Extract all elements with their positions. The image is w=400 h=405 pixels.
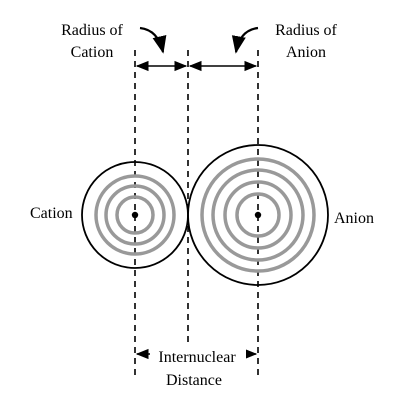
anion-ring-3 (211, 168, 305, 262)
cation-ion (81, 161, 189, 269)
anion-ion (187, 144, 329, 286)
cation-label: Cation (30, 205, 73, 222)
radius-anion-label-line2: Anion (286, 44, 326, 61)
cation-ring-inner (115, 195, 155, 235)
cation-nucleus (131, 211, 139, 219)
anion-ring-inner (235, 192, 281, 238)
cation-ring-middle (104, 184, 166, 246)
internuclear-label-backdrop (150, 347, 246, 363)
internuclear-label-line2: Distance (166, 372, 222, 389)
anion-outer-circle (187, 144, 329, 286)
radius-cation-label-line2: Cation (71, 44, 114, 61)
anion-nucleus (254, 211, 262, 219)
cation-label-pointer (139, 26, 167, 54)
cation-ring-outer (94, 174, 176, 256)
internuclear-label-line1: Internuclear (158, 349, 236, 366)
radius-cation-label-line1: Radius of (61, 22, 123, 39)
anion-ring-outer (200, 157, 316, 273)
anion-ring-2 (223, 180, 293, 250)
anion-label: Anion (334, 210, 374, 227)
anion-label-pointer (231, 26, 259, 54)
radius-anion-label-line1: Radius of (275, 22, 337, 39)
